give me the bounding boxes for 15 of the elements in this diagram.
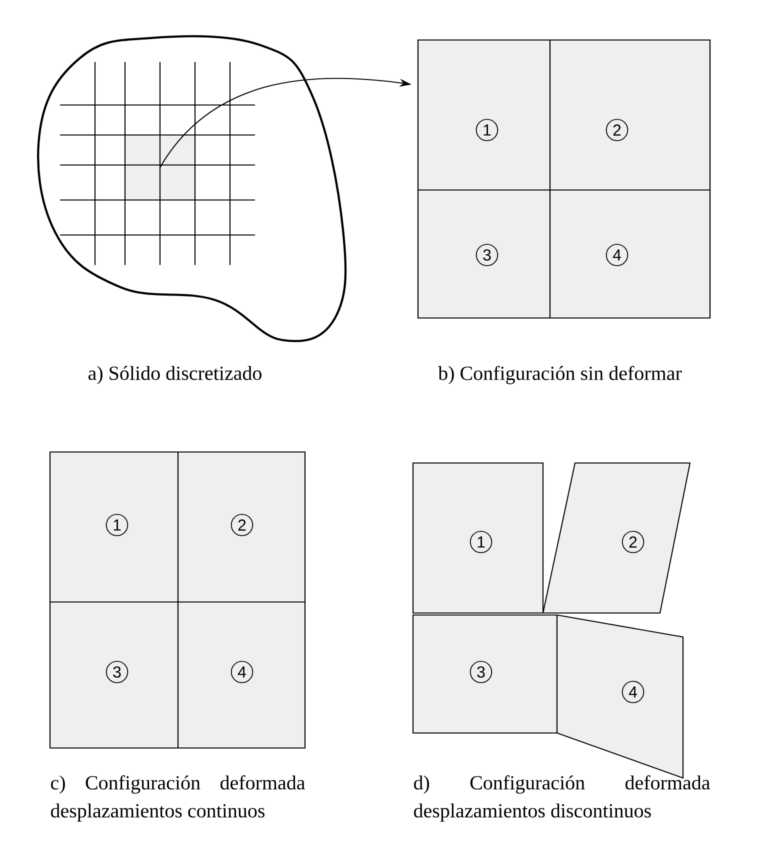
finite-element: 4 (177, 601, 306, 749)
caption: b) Configuración sin deformar (438, 366, 682, 384)
finite-element: 3 (49, 601, 179, 749)
finite-element: 3 (417, 189, 551, 319)
finite-element: 1 (412, 462, 544, 614)
caption: a) Sólido discretizado (88, 366, 262, 384)
finite-element: 1 (417, 39, 551, 191)
finite-element: 1 (49, 451, 179, 603)
finite-element: 3 (412, 614, 558, 734)
finite-element: 4 (549, 189, 711, 319)
caption: c) Configuración deformada desplazamientos continuos (51, 775, 305, 822)
finite-element: 2 (542, 462, 691, 614)
finite-element: 2 (549, 39, 711, 191)
finite-element: 2 (177, 451, 306, 603)
shaded-element (125, 135, 195, 200)
